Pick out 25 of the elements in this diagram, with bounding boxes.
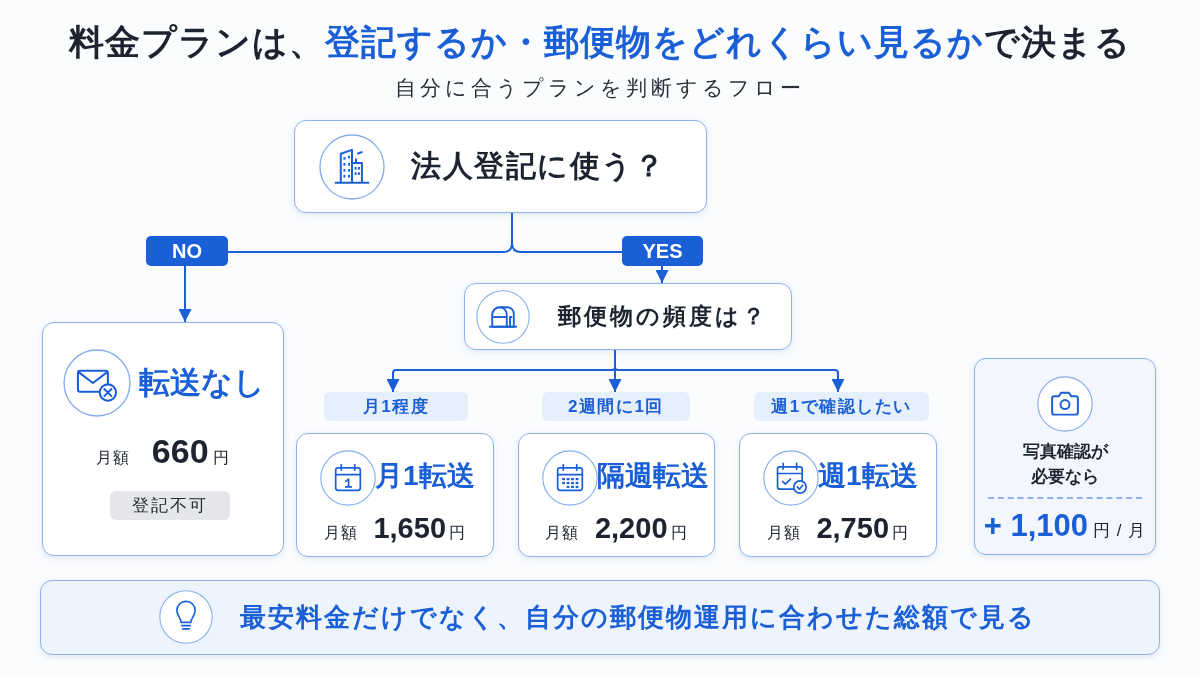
condition-tag: 2週間に1回 [542, 392, 690, 421]
option-text: 写真確認が必要なら [1021, 441, 1110, 488]
page-title: 料金プランは、登記するか・郵便物をどれくらい見るかで決まる [67, 21, 1132, 63]
edge-label: NO [146, 236, 228, 266]
plan-title: 転送なし [139, 364, 265, 402]
subtitle: 自分に合うプランを判断するフロー [394, 75, 806, 101]
plan-card [296, 433, 494, 557]
question-box [294, 120, 707, 213]
tip-text: 最安料金だけでなく、自分の郵便物運用に合わせた総額で見る [240, 601, 1036, 634]
plan-title: 週1転送 [818, 459, 918, 493]
plan-card [518, 433, 715, 557]
plan-card [42, 322, 284, 556]
plan-title: 月1転送 [375, 459, 475, 493]
condition-tag: 月1程度 [324, 392, 468, 421]
question-text: 法人登記に使う？ [411, 148, 665, 184]
question-box [464, 283, 792, 350]
condition-tag: 週1で確認したい [754, 392, 929, 421]
option-card [974, 358, 1156, 555]
plan-card [739, 433, 937, 557]
arrow [614, 349, 845, 393]
tip-banner [40, 580, 1160, 655]
question-text: 郵便物の頻度は？ [558, 302, 768, 331]
status-tag: 登記不可 [109, 490, 230, 520]
edge-label: YES [622, 236, 703, 266]
plan-title: 隔週転送 [597, 459, 709, 493]
